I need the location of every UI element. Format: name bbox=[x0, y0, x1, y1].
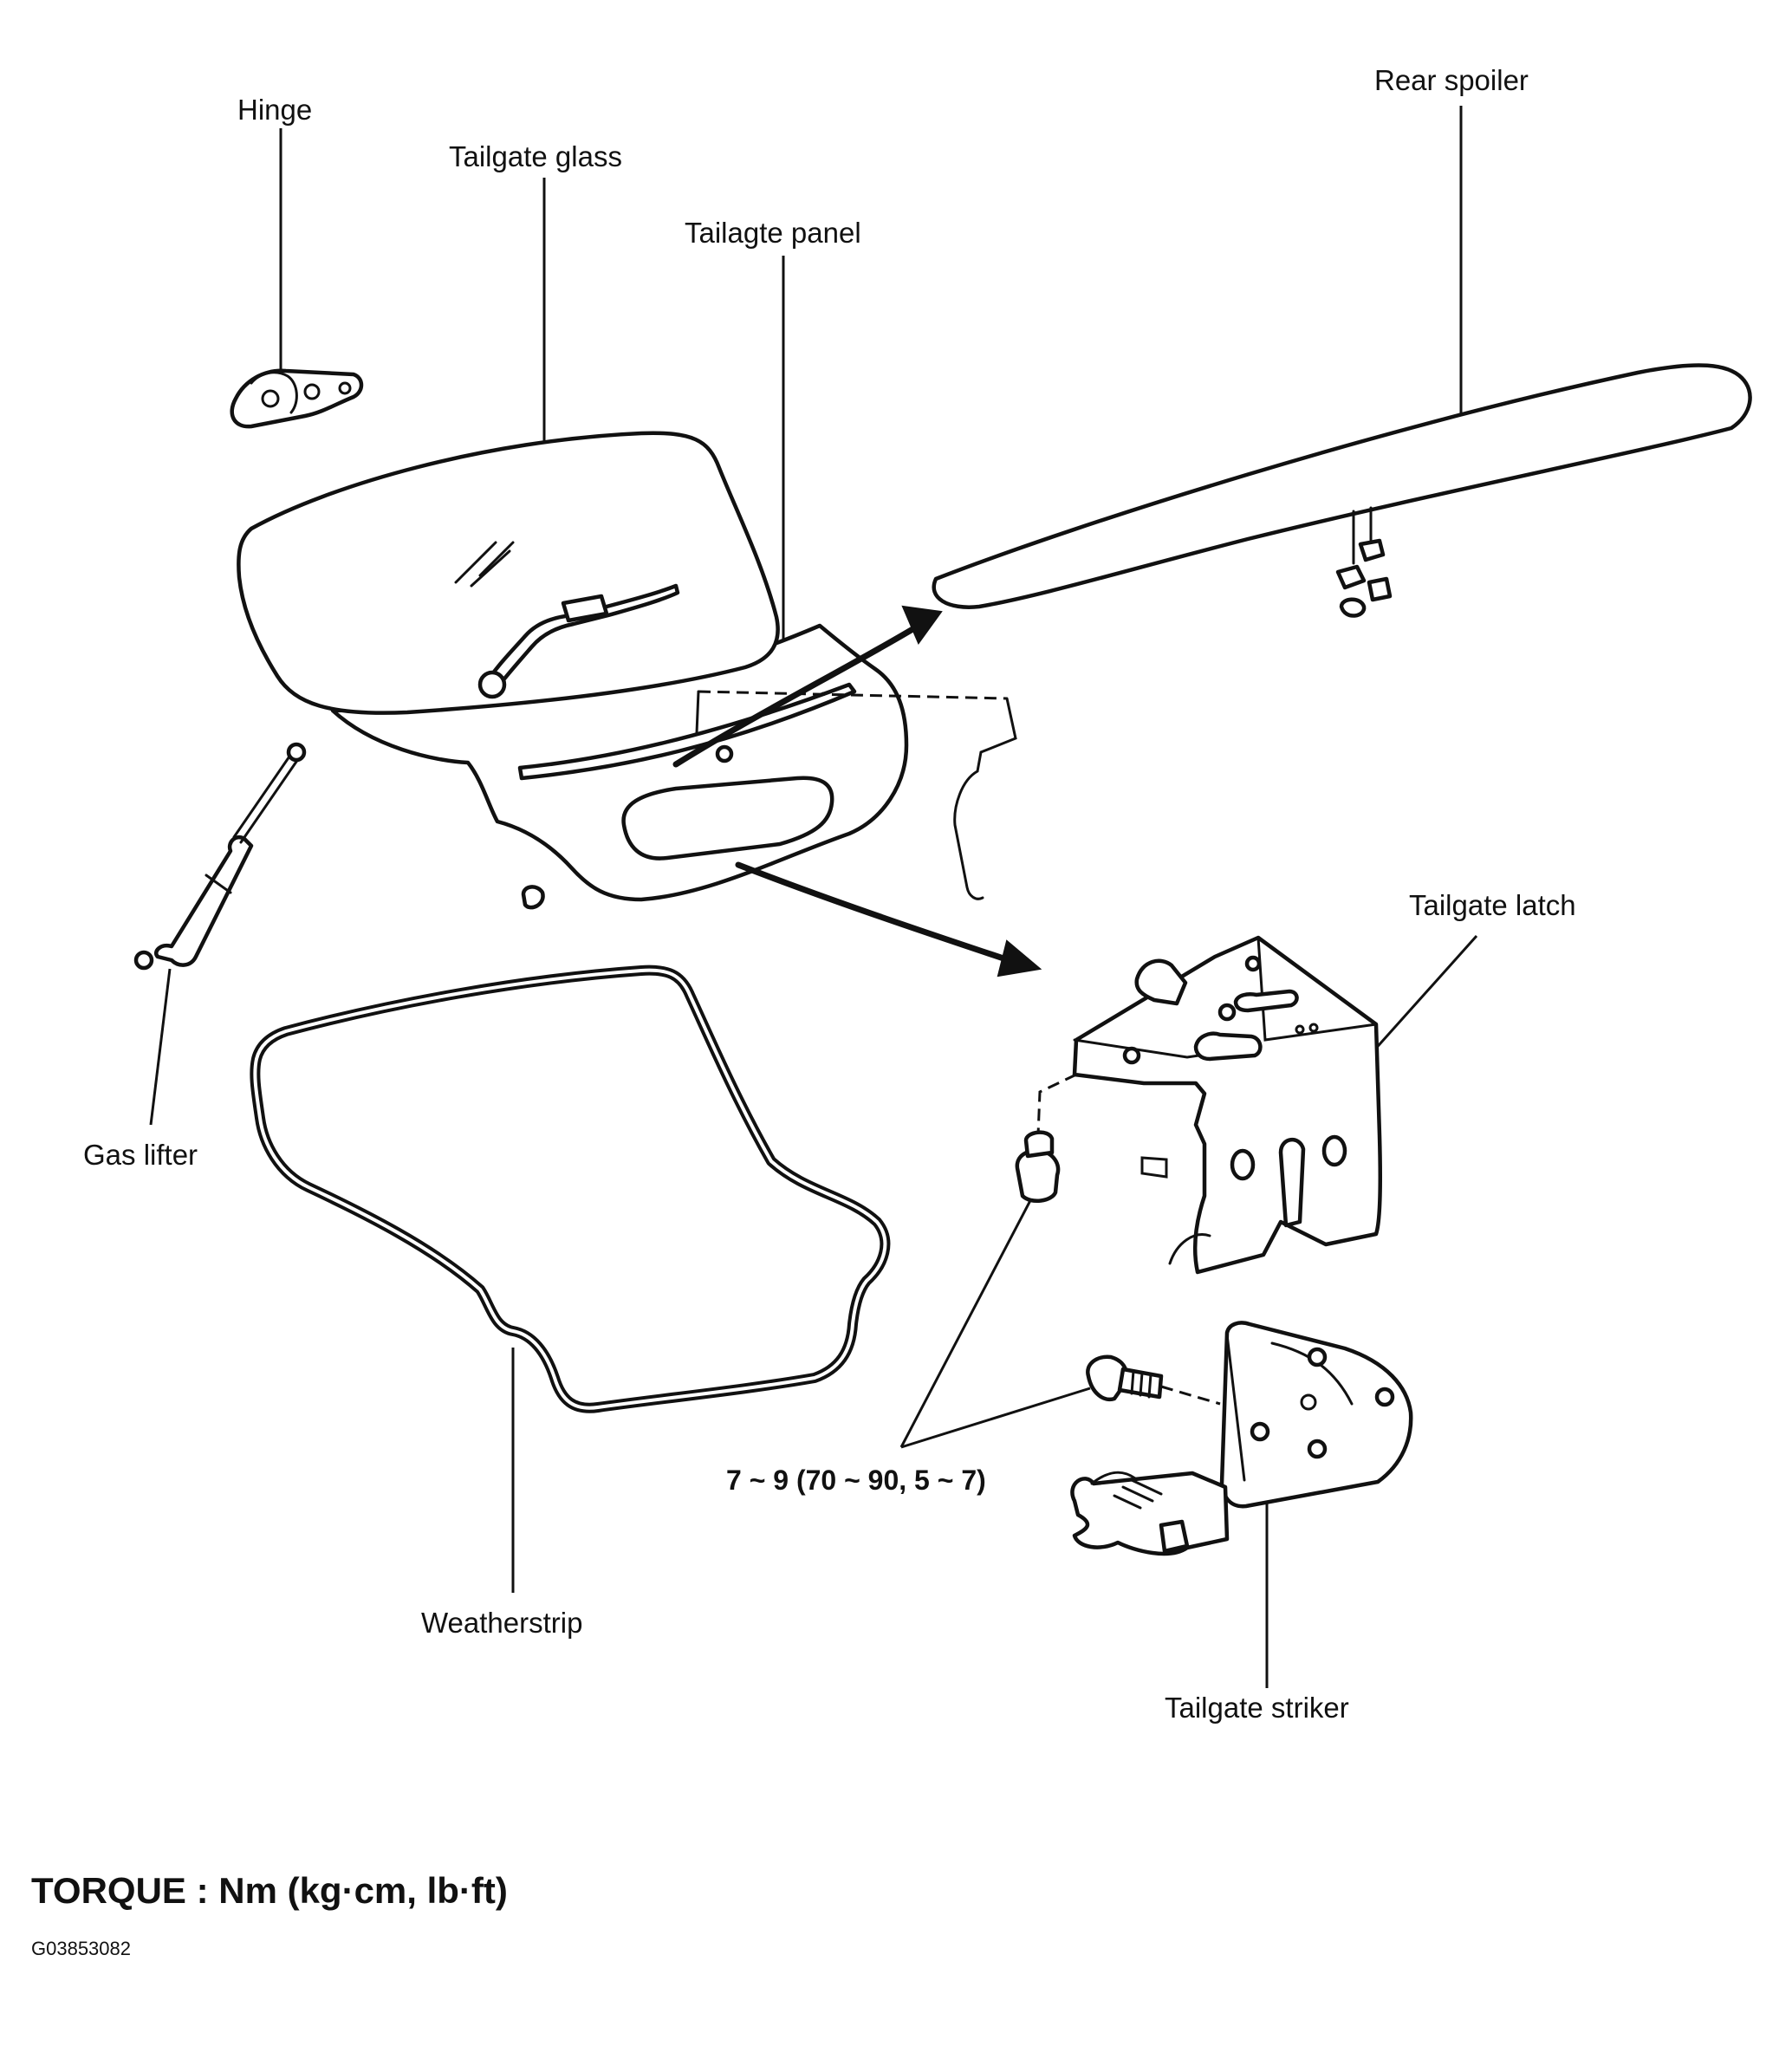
gas-lifter-part bbox=[133, 742, 307, 971]
figure-code: G03853082 bbox=[31, 1938, 131, 1959]
label-tailgate-glass: Tailgate glass bbox=[449, 140, 622, 172]
assembly-arrows bbox=[672, 605, 1042, 978]
tailgate-striker-part bbox=[1070, 1321, 1413, 1556]
latch-bolt-part bbox=[1015, 1130, 1061, 1204]
tailgate-glass-part bbox=[237, 431, 780, 715]
label-tailgate-striker: Tailgate striker bbox=[1165, 1692, 1349, 1724]
tailgate-panel-part bbox=[330, 623, 1017, 910]
label-rear-spoiler: Rear spoiler bbox=[1374, 64, 1529, 96]
label-torque-spec: 7 ~ 9 (70 ~ 90, 5 ~ 7) bbox=[726, 1465, 986, 1496]
leader-torque-latch-bolt bbox=[899, 1188, 1038, 1448]
torque-units-title: TORQUE : Nm (kg·cm, lb·ft) bbox=[31, 1870, 508, 1911]
weatherstrip-part bbox=[250, 965, 891, 1413]
label-weatherstrip: Weatherstrip bbox=[421, 1607, 583, 1639]
label-tailgate-latch: Tailgate latch bbox=[1409, 889, 1576, 921]
label-hinge: Hinge bbox=[237, 94, 313, 126]
striker-bolt-part bbox=[1086, 1354, 1221, 1406]
leader-lines bbox=[149, 106, 1478, 1688]
leader-torque-striker-bolt bbox=[900, 1387, 1091, 1449]
rear-spoiler-part bbox=[932, 363, 1752, 618]
leader-gas-lifter bbox=[149, 968, 172, 1126]
label-gas-lifter: Gas lifter bbox=[83, 1139, 198, 1171]
tailgate-latch-part bbox=[1036, 935, 1383, 1275]
hinge-part bbox=[230, 368, 364, 429]
label-tailgate-panel: Tailagte panel bbox=[685, 217, 861, 249]
